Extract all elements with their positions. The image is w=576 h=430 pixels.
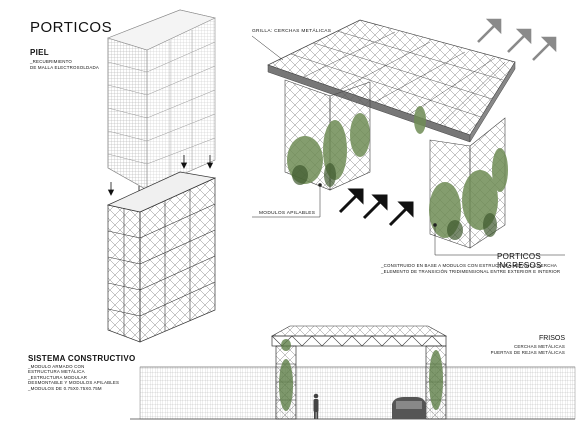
sistema-line: ESTRUCTURA METÁLICA [28, 369, 85, 375]
porticos-ingresos-line: _ELEMENTO DE TRANSICIÓN TRIDIMENSIONAL E… [381, 268, 561, 274]
piel-note-line: _RECUBRIMIENTO [30, 59, 72, 64]
arch-vegetation [279, 339, 443, 411]
person-silhouette [313, 393, 319, 419]
piel-heading: PIEL [30, 48, 49, 57]
car-silhouette [392, 397, 426, 419]
frisos-heading: FRISOS [538, 335, 565, 342]
leader-lines [251, 35, 565, 256]
airflow-arrows-in [338, 188, 414, 227]
piel-note-line: DE MALLA ELECTROSOLDADA [30, 64, 100, 70]
frisos-line: PUERTAS DE REJAS METÁLICAS [490, 349, 565, 355]
sistema-line: DESMONTABLE Y MODULOS APILABLES [28, 380, 120, 386]
page-title: PORTICOS [30, 19, 113, 36]
grilla-label: GRILLA: CERCHAS METÁLICAS [252, 29, 332, 34]
piel-notes: _RECUBRIMIENTO DE MALLA ELECTROSOLDADA [30, 59, 99, 70]
porticos-ingresos-notes: _CONSTRUIDO EN BASE A MODULOS CON ESTRUC… [381, 263, 560, 274]
porticos-ingresos-heading: PORTICOS INGRESOS [497, 252, 542, 270]
fence-elevation [130, 366, 576, 420]
airflow-arrows-out [477, 18, 557, 61]
vegetation-dark [292, 163, 497, 240]
stacked-modules-frame [106, 171, 217, 343]
sistema-heading: SISTEMA CONSTRUCTIVO [28, 354, 136, 363]
frisos-line: CERCHAS METÁLICAS [514, 344, 565, 349]
sistema-notes: _MODULO ARMADO CON ESTRUCTURA METÁLICA _… [28, 364, 119, 391]
modulos-label: MODULOS APILABLES [259, 211, 316, 216]
frisos-notes: CERCHAS METÁLICAS PUERTAS DE REJAS METÁL… [440, 344, 565, 355]
piel-mesh-tower [107, 9, 216, 191]
sistema-line: _MODULO ARMADO CON [28, 364, 85, 369]
sistema-line: _ESTRUCTURA MODULAR [28, 374, 88, 380]
sistema-line: _MODULOS DE 0.75X0.75X0.75m [28, 385, 102, 391]
porticos-ingresos-line: _CONSTRUIDO EN BASE A MODULOS CON ESTRUC… [381, 263, 557, 268]
